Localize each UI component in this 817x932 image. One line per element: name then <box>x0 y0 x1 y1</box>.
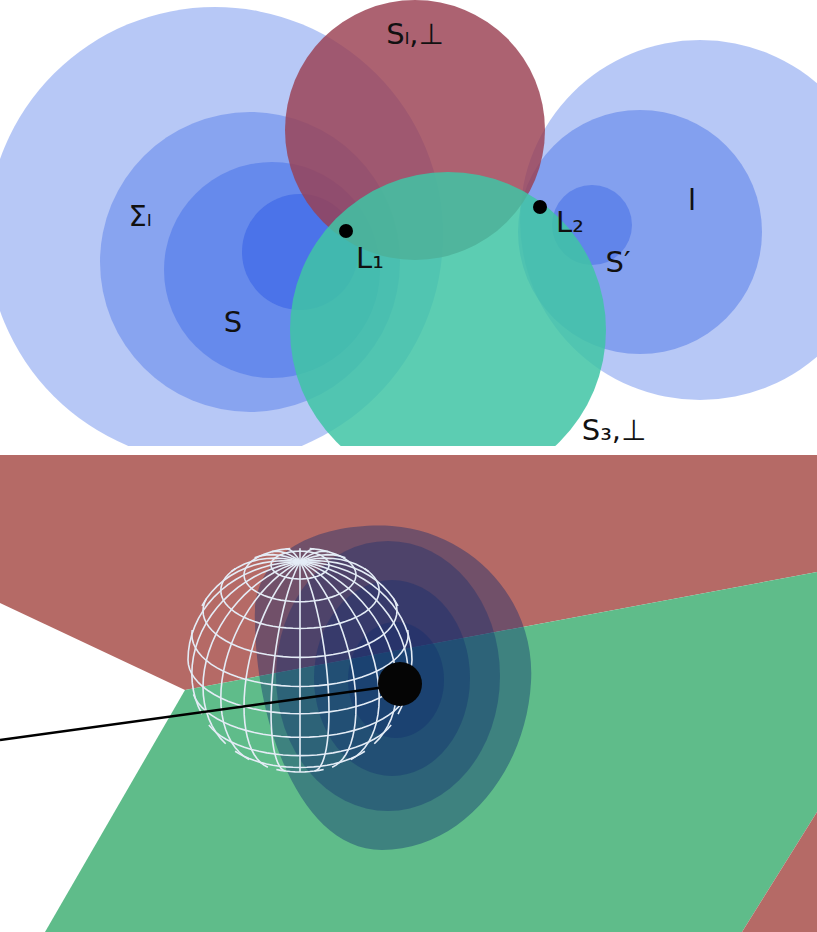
math-label: S <box>224 308 242 337</box>
wireframe-line <box>300 558 369 571</box>
point-ball <box>378 662 422 706</box>
point-dot <box>339 224 353 238</box>
math-label: L₁ <box>356 244 384 273</box>
region-blob <box>255 526 531 850</box>
wireframe-line <box>271 562 300 771</box>
wireframe-line <box>300 562 356 767</box>
region-blob <box>276 541 500 811</box>
math-label: Σₗ <box>128 202 151 231</box>
wireframe-line <box>192 562 300 714</box>
math-label: l <box>688 186 696 215</box>
wireframe-line <box>300 562 412 660</box>
axis-line <box>0 685 400 740</box>
wireframe-line <box>300 549 314 562</box>
region-blob <box>314 580 470 776</box>
plane-view <box>0 455 817 932</box>
wireframe-sphere <box>188 548 412 772</box>
green-sphere <box>290 172 606 446</box>
green-plane <box>45 572 817 932</box>
point-dot <box>533 200 547 214</box>
math-label: L₂ <box>556 208 584 237</box>
red-plane <box>742 812 817 932</box>
sphere-view <box>0 0 817 446</box>
math-label: S₃,⊥ <box>582 416 647 445</box>
wireframe-line <box>300 555 345 562</box>
math-label: Sₗ,⊥ <box>386 20 444 49</box>
region-blob <box>348 622 444 738</box>
math-label: S′ <box>606 248 631 277</box>
wireframe-line <box>300 562 397 744</box>
wireframe-line <box>300 561 398 606</box>
wireframe-line <box>299 562 301 772</box>
